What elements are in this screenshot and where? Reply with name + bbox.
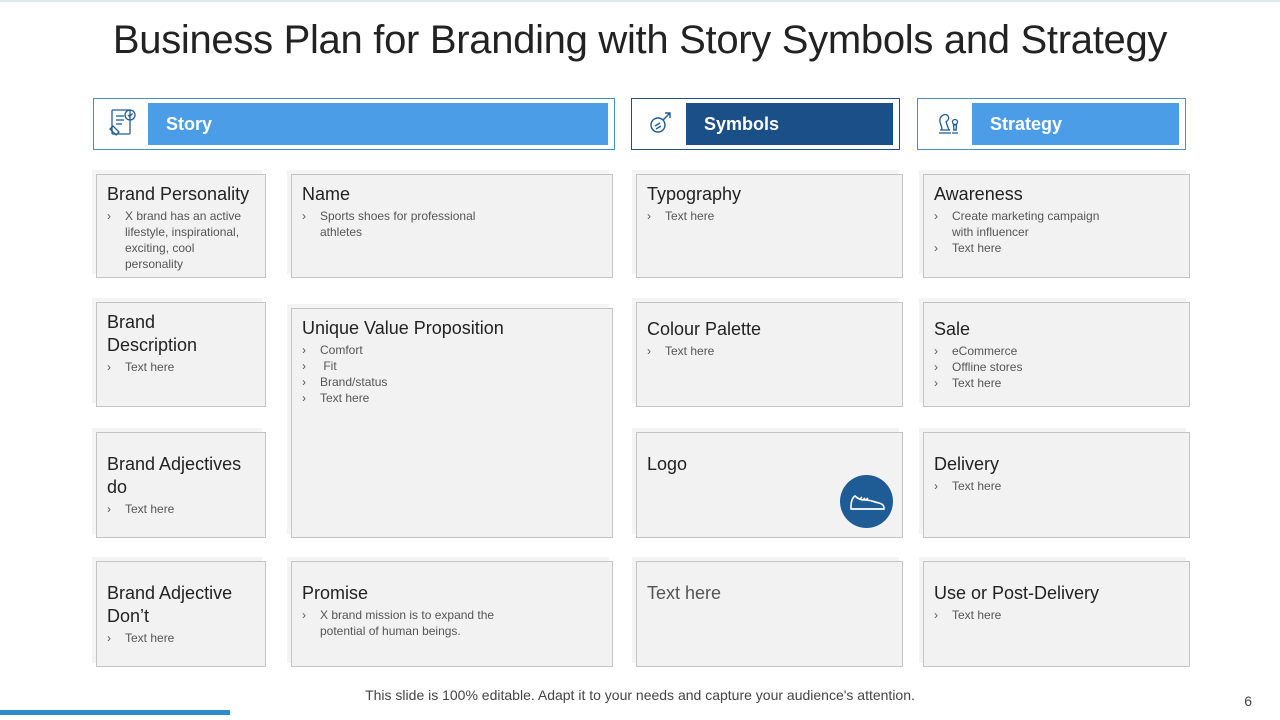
card-typography: Typography Text here [636,174,903,278]
bullet-item: Text here [107,501,255,517]
bullet-item: Text here [302,390,602,406]
card-title: Text here [647,583,722,603]
card-title: Unique Value Proposition [302,318,504,338]
card-awareness: Awareness Create marketing campaign with… [923,174,1190,278]
symbols-header: Symbols [631,98,900,150]
card-title: Brand Adjectives do [107,454,242,497]
bullet-item: Text here [934,375,1179,391]
card-title: Logo [647,454,688,474]
bullet-item: X brand mission is to expand the potenti… [302,607,530,639]
footer-note: This slide is 100% editable. Adapt it to… [365,687,915,703]
bullet-item: Fit [302,358,602,374]
card-title: Promise [302,583,369,603]
bullet-item: Text here [934,240,1179,256]
bullet-item: Text here [107,630,255,646]
card-title: Brand Personality [107,184,250,204]
top-divider [0,0,1280,2]
card-title: Colour Palette [647,319,762,339]
bullet-item: Sports shoes for professional athletes [302,208,510,240]
card-brand-adjective-dont: Brand Adjective Don’t Text here [96,561,266,667]
bullet-item: Text here [647,208,892,224]
card-unique-value-proposition: Unique Value Proposition Comfort Fit Bra… [291,308,613,538]
page-title: Business Plan for Branding with Story Sy… [112,18,1168,62]
document-checklist-icon [106,105,140,144]
card-text-here: Text here [636,561,903,667]
card-brand-personality: Brand Personality X brand has an active … [96,174,266,278]
bullet-item: Text here [107,359,255,375]
card-title: Sale [934,319,971,339]
card-sale: Sale eCommerce Offline stores Text here [923,302,1190,407]
bullet-item: Brand/status [302,374,602,390]
bullet-item: Text here [647,343,892,359]
card-title: Delivery [934,454,1000,474]
card-colour-palette: Colour Palette Text here [636,302,903,407]
bullet-item: Text here [934,607,1179,623]
bullet-item: Offline stores [934,359,1179,375]
bullet-item: eCommerce [934,343,1179,359]
strategy-header: Strategy [917,98,1186,150]
sneaker-icon [840,475,893,528]
card-delivery: Delivery Text here [923,432,1190,538]
bottom-accent-bar [0,710,230,715]
bullet-item: X brand has an active lifestyle, inspira… [107,208,255,272]
strategy-header-label: Strategy [990,113,1063,134]
card-promise: Promise X brand mission is to expand the… [291,561,613,667]
card-brand-adjectives-do: Brand Adjectives do Text here [96,432,266,538]
symbols-header-label: Symbols [704,113,780,134]
bullet-item: Text here [934,478,1179,494]
page-number: 6 [1244,693,1252,709]
card-title: Name [302,184,351,204]
card-title: Brand Adjective Don’t [107,583,233,626]
card-brand-description: Brand Description Text here [96,302,266,407]
story-header-label: Story [166,113,213,134]
bullet-item: Create marketing campaign with influence… [934,208,1122,240]
gender-symbols-icon [645,106,677,143]
card-title: Brand Description [107,312,198,355]
bullet-item: Comfort [302,342,602,358]
card-name: Name Sports shoes for professional athle… [291,174,613,278]
story-header: Story [93,98,615,150]
card-use-post-delivery: Use or Post-Delivery Text here [923,561,1190,667]
card-title: Typography [647,184,742,204]
card-title: Use or Post-Delivery [934,583,1100,603]
card-title: Awareness [934,184,1023,204]
chess-pieces-icon [931,106,963,143]
